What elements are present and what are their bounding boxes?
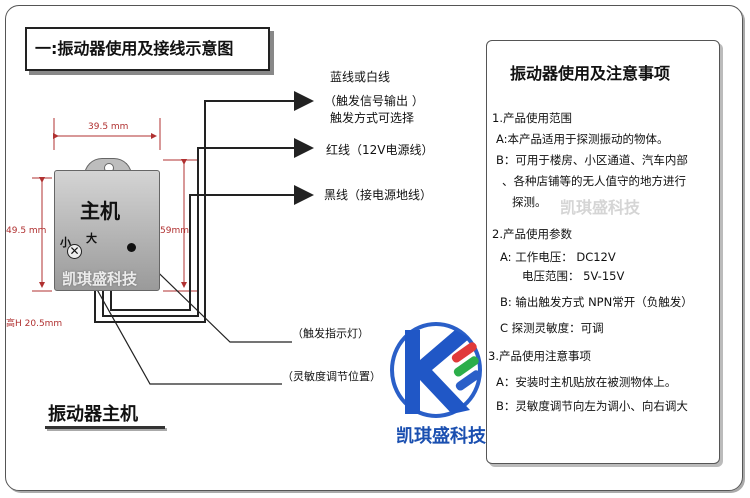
small-label: 小	[60, 236, 71, 249]
logo-graphic	[390, 322, 482, 418]
trigger-output-label: （触发信号输出 ）	[324, 94, 424, 108]
section-2-heading: 2.产品使用参数	[492, 227, 572, 241]
left-height-dimension	[32, 177, 52, 292]
notes-title: 振动器使用及注意事项	[510, 64, 671, 83]
wire-black-label: 黑线（接电源地线）	[324, 188, 433, 202]
logo-text: 凯琪盛科技	[396, 426, 486, 447]
dim-height-right-label: 59mm	[160, 226, 189, 236]
section-1-item-b-line1: B：可用于楼房、小区通道、汽车内部	[496, 153, 688, 167]
sensitivity-knob-icon: ✕	[67, 244, 82, 259]
host-label: 主机	[80, 199, 120, 223]
wire-red-label: 红线（12V电源线）	[326, 143, 434, 157]
outer-frame	[5, 5, 743, 491]
black-wire	[110, 185, 314, 311]
dim-depth-label: 高H 20.5mm	[6, 319, 63, 329]
wire-blue-white-label: 蓝线或白线	[330, 70, 391, 84]
section-3-item-a: A：安装时主机贴放在被测物体上。	[496, 375, 677, 389]
diagram-title: 一:振动器使用及接线示意图	[25, 27, 270, 71]
trigger-mode-label: 触发方式可选择	[330, 111, 415, 125]
host-watermark: 凯琪盛科技	[62, 270, 138, 288]
host-title: 振动器主机	[48, 404, 138, 425]
sensitivity-position-label: （灵敏度调节位置）	[282, 370, 381, 383]
section-2-item-b: B: 输出触发方式 NPN常开（负触发）	[500, 295, 693, 309]
section-1-heading: 1.产品使用范围	[492, 111, 572, 125]
sensitivity-leader	[75, 251, 282, 385]
red-wire	[102, 138, 314, 317]
indicator-leader	[134, 249, 292, 343]
section-2-item-c: C 探测灵敏度：可调	[500, 321, 604, 335]
section-3-heading: 3.产品使用注意事项	[488, 349, 591, 363]
section-1-item-a: A:本产品适用于探测振动的物体。	[496, 132, 669, 146]
blue-white-wire	[94, 91, 314, 323]
section-2-item-a-line1: A: 工作电压： DC12V	[500, 250, 616, 264]
section-3-item-b: B：灵敏度调节向左为调小、向右调大	[496, 399, 688, 413]
host-title-underline	[45, 426, 165, 429]
section-1-item-b-line3: 探测。	[512, 195, 547, 209]
panel-watermark: 凯琪盛科技	[560, 198, 641, 217]
section-2-item-a-line2: 电压范围： 5V-15V	[522, 269, 625, 283]
large-label: 大	[86, 232, 97, 245]
width-dimension	[53, 118, 161, 150]
dim-width-label: 39.5 mm	[88, 122, 129, 132]
right-height-dimension	[163, 159, 198, 292]
indicator-led-icon	[127, 243, 136, 252]
notes-panel	[486, 40, 720, 464]
section-1-item-b-line2: 、各种店铺等的无人值守的地方进行	[502, 174, 686, 188]
host-unit	[54, 170, 160, 291]
indicator-label: （触发指示灯）	[292, 327, 369, 340]
dim-height-left-label: 49.5 mm	[6, 226, 47, 236]
